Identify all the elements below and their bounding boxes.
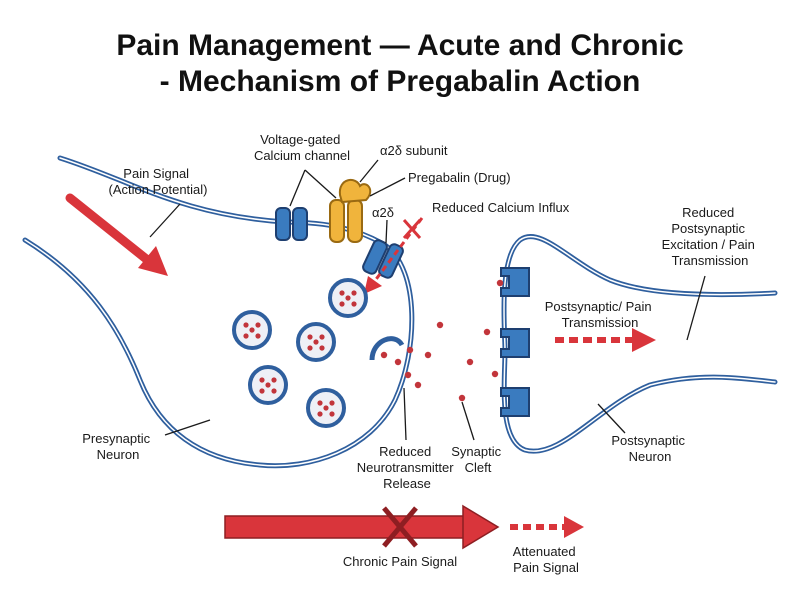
cleft-label: Synaptic Cleft	[451, 444, 505, 475]
receptor	[500, 387, 530, 417]
a2d-channel-with-pregabalin	[329, 178, 372, 243]
a2d-leader	[385, 219, 388, 244]
postsynaptic-receptors	[500, 267, 530, 417]
neurotransmitter-dot	[404, 371, 412, 379]
neurotransmitter-dot	[483, 328, 491, 336]
pregabalin-leader	[369, 177, 406, 197]
reduced-post-label: Reduced Postsynaptic Excitation / Pain T…	[662, 205, 759, 268]
chronic-blocked-x-icon	[382, 506, 418, 548]
reduced-post-leader	[686, 275, 706, 341]
presynaptic-leader	[164, 419, 211, 436]
vgcc-label: Voltage-gated Calcium channel	[254, 132, 350, 163]
reduced-nt-label: Reduced Neurotransmitter Release	[357, 444, 457, 491]
blocked-x-icon	[402, 219, 422, 239]
page-title: Pain Management — Acute and Chronic - Me…	[0, 28, 800, 100]
title-line-2: - Mechanism of Pregabalin Action	[159, 65, 641, 98]
a2d-subunit-leader	[359, 159, 379, 183]
post-pain-label: Postsynaptic/ Pain Transmission	[545, 299, 656, 330]
neurotransmitter-dot	[424, 351, 432, 359]
neurotransmitter-dot	[436, 321, 444, 329]
vgcc-leader-2	[304, 169, 337, 199]
postsynaptic-transmission-arrow	[555, 328, 656, 352]
chronic-pain-arrow	[224, 504, 500, 550]
synaptic-vesicle	[232, 310, 272, 350]
neurotransmitter-dot	[466, 358, 474, 366]
postsynaptic-leader	[597, 403, 626, 434]
neurotransmitter-dot	[394, 358, 402, 366]
presynaptic-membrane-inner	[24, 157, 413, 467]
a2d-label: α2δ	[372, 205, 394, 220]
releasing-vesicle	[369, 336, 405, 361]
neurotransmitter-dots	[380, 279, 504, 402]
reduced-calcium-label: Reduced Calcium Influx	[432, 200, 570, 215]
neurotransmitter-dot	[458, 394, 466, 402]
postsynaptic-label: Postsynaptic Neuron	[611, 433, 688, 464]
synaptic-vesicles	[232, 278, 368, 428]
pain-signal-label: Pain Signal (Action Potential)	[109, 166, 208, 197]
attenuated-signal-arrow	[510, 516, 584, 538]
presynaptic-label: Presynaptic Neuron	[82, 431, 154, 462]
pain-signal-arrow	[65, 193, 168, 276]
chronic-label: Chronic Pain Signal	[343, 554, 457, 569]
synaptic-vesicle	[296, 322, 336, 362]
receptor	[500, 328, 530, 358]
neurotransmitter-dot	[496, 279, 504, 287]
a2d-channel	[362, 239, 404, 279]
pain-signal-leader	[149, 203, 181, 238]
pregabalin-label: Pregabalin (Drug)	[408, 170, 511, 185]
cleft-leader	[461, 401, 475, 441]
neurotransmitter-dot	[491, 370, 499, 378]
reduced-nt-leader	[403, 387, 407, 441]
neurotransmitter-dot	[406, 346, 414, 354]
receptor	[500, 267, 530, 297]
neurotransmitter-dot	[380, 351, 388, 359]
synaptic-vesicle	[328, 278, 368, 318]
voltage-gated-calcium-channel	[275, 207, 308, 241]
title-line-1: Pain Management — Acute and Chronic	[116, 29, 684, 62]
vgcc-leader-1	[289, 169, 306, 207]
a2d-subunit-label: α2δ subunit	[380, 143, 448, 158]
synaptic-vesicle	[248, 365, 288, 405]
synaptic-vesicle	[306, 388, 346, 428]
attenuated-label: Attenuated Pain Signal	[513, 544, 580, 575]
neurotransmitter-dot	[414, 381, 422, 389]
